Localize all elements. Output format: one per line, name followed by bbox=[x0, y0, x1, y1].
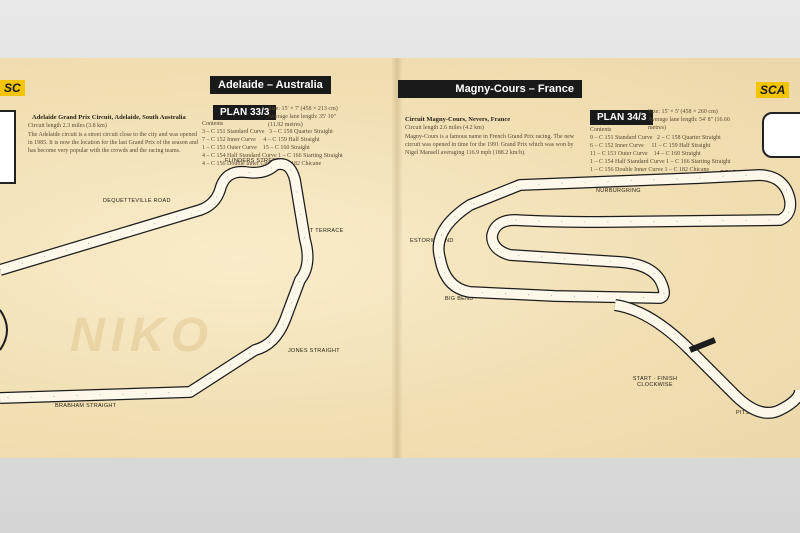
right-scale-box bbox=[762, 112, 800, 158]
label-big-bend: BIG BEND bbox=[445, 296, 474, 302]
left-plan-badge: PLAN 33/3 bbox=[213, 105, 277, 120]
label-nurburgring: NURBURGRING bbox=[596, 188, 641, 194]
label-flinders-street: FLINDERS STREET bbox=[225, 158, 280, 164]
left-circuit-title: Adelaide Grand Prix Circuit, Adelaide, S… bbox=[32, 114, 186, 121]
left-page-header: Adelaide – Australia bbox=[210, 76, 331, 94]
right-scale-note: Size: 15' × 5' (458 × 260 cm)Average lan… bbox=[648, 109, 731, 131]
label-estoril-bend: ESTORIL BEND bbox=[410, 238, 454, 244]
right-circuit-title: Circuit Magny-Cours, Nevers, France bbox=[405, 116, 511, 123]
label-jones-straight: JONES STRAIGHT bbox=[288, 348, 340, 354]
scalextric-logo-left: SC bbox=[0, 80, 25, 96]
label-east-terrace: EAST TERRACE bbox=[298, 228, 344, 234]
right-page-header: Magny-Cours – France bbox=[398, 80, 582, 98]
left-scale-note: Size: 15' × 7' (458 × 213 cm)Average lan… bbox=[268, 106, 338, 128]
left-description: The Adelaide circuit is a street circuit… bbox=[28, 132, 198, 154]
left-circuit-length: Circuit length 2.3 miles (3.8 km) bbox=[28, 123, 107, 129]
adelaide-track bbox=[0, 158, 314, 404]
right-description: Magny-Cours is a famous name in French G… bbox=[405, 134, 575, 156]
label-start-finish: START - FINISH CLOCKWISE bbox=[632, 376, 678, 388]
left-scale-box bbox=[0, 110, 16, 184]
label-pits: PITS bbox=[736, 410, 750, 416]
book-spine bbox=[392, 58, 402, 458]
label-brabham-straight: BRABHAM STRAIGHT bbox=[55, 403, 117, 409]
magny-cours-track bbox=[432, 169, 800, 419]
label-dequetteville-road: DEQUETTEVILLE ROAD bbox=[103, 198, 171, 204]
watermark-car: NIKO bbox=[70, 309, 214, 362]
right-circuit-length: Circuit length 2.6 miles (4.2 km) bbox=[405, 125, 484, 131]
scalextric-logo-right: SCA bbox=[756, 82, 790, 98]
right-plan-badge: PLAN 34/3 bbox=[590, 110, 654, 125]
